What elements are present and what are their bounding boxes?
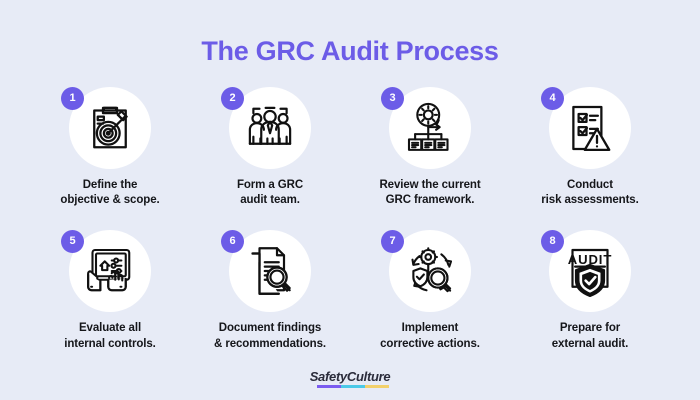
step-item-6: 6 Document findings & recommendations. bbox=[190, 230, 350, 351]
step-circle-5 bbox=[69, 230, 151, 313]
step-circle-4 bbox=[549, 87, 631, 169]
step-caption-6: Document findings & recommendations. bbox=[214, 322, 326, 350]
step-caption-3: Review the current GRC framework. bbox=[379, 179, 481, 207]
step-badge-4: 4 bbox=[541, 87, 564, 110]
documents-magnifier-icon bbox=[251, 247, 291, 296]
step-icon-wrap-1: 1 bbox=[61, 87, 151, 169]
step-icon-wrap-6: 6 bbox=[221, 230, 311, 313]
step-icon-wrap-8: AUDIT 8 bbox=[541, 230, 631, 313]
step-badge-6: 6 bbox=[221, 230, 244, 254]
footer: SafetyCulture bbox=[0, 370, 700, 388]
step-item-2: 2 Form a GRC audit team. bbox=[190, 87, 350, 208]
step-item-4: 4 Conduct risk assessments. bbox=[510, 87, 670, 208]
gear-hierarchy-icon bbox=[407, 102, 449, 151]
step-item-7: 7 Implement corrective actions. bbox=[350, 230, 510, 351]
logo-bar-segment-2 bbox=[341, 385, 365, 388]
step-caption-4: Conduct risk assessments. bbox=[541, 179, 639, 207]
step-icon-wrap-5: 5 bbox=[61, 230, 151, 313]
step-caption-8: Prepare for external audit. bbox=[551, 322, 629, 350]
step-badge-3: 3 bbox=[381, 87, 404, 110]
step-badge-7: 7 bbox=[381, 230, 404, 254]
step-caption-1: Define the objective & scope. bbox=[60, 179, 160, 207]
step-badge-1: 1 bbox=[61, 87, 84, 110]
safetyculture-logo-text: SafetyCulture bbox=[309, 369, 391, 384]
step-item-3: 3 Review the current GRC framework. bbox=[350, 87, 510, 208]
step-circle-8: AUDIT bbox=[549, 230, 631, 313]
safetyculture-logo-bar bbox=[317, 385, 389, 388]
step-item-8: AUDIT 8 Prepare for external audit. bbox=[510, 230, 670, 351]
team-group-icon bbox=[248, 106, 292, 145]
step-badge-5: 5 bbox=[61, 230, 84, 254]
audit-shield-icon: AUDIT bbox=[568, 249, 612, 298]
svg-text:AUDIT: AUDIT bbox=[568, 252, 612, 267]
corrective-cycle-icon bbox=[411, 247, 453, 293]
step-item-1: 1 Define the objective & scope. bbox=[30, 87, 190, 208]
step-badge-8: 8 bbox=[541, 230, 564, 254]
step-badge-2: 2 bbox=[221, 87, 244, 110]
step-caption-2: Form a GRC audit team. bbox=[236, 179, 304, 207]
logo-bar-segment-1 bbox=[317, 385, 341, 388]
step-icon-wrap-3: 3 bbox=[381, 87, 471, 169]
steps-grid: 1 Define the objective & scope. bbox=[30, 87, 670, 352]
checklist-warning-icon bbox=[572, 105, 611, 152]
step-icon-wrap-7: 7 bbox=[381, 230, 471, 313]
clipboard-target-icon bbox=[93, 106, 128, 149]
step-item-5: 5 Evaluate all internal controls. bbox=[30, 230, 190, 351]
step-icon-wrap-4: 4 bbox=[541, 87, 631, 169]
tablet-controls-hands-icon bbox=[87, 249, 131, 292]
step-caption-5: Evaluate all internal controls. bbox=[64, 322, 156, 350]
logo-bar-segment-3 bbox=[365, 385, 389, 388]
step-icon-wrap-2: 2 bbox=[221, 87, 311, 169]
step-caption-7: Implement corrective actions. bbox=[380, 322, 480, 350]
page-title: The GRC Audit Process bbox=[201, 36, 499, 66]
